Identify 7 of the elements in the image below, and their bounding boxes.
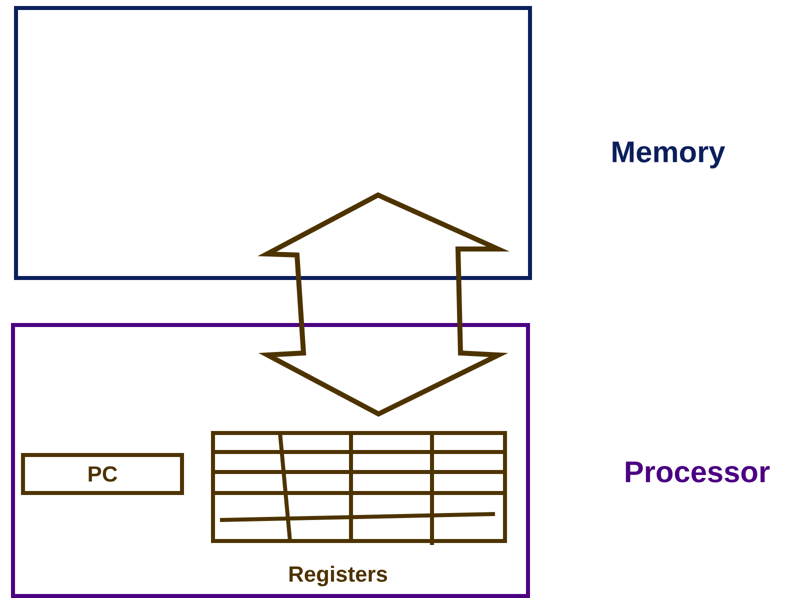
node-label: Memory: [612, 142, 726, 168]
node-label: Processor: [626, 462, 770, 482]
memory-box: Memory: [14, 6, 726, 280]
double-arrow: [258, 192, 510, 417]
node-label: Registers: [290, 566, 388, 586]
pc-register-box: PC: [21, 453, 184, 495]
register-grid: Registers: [211, 431, 507, 586]
